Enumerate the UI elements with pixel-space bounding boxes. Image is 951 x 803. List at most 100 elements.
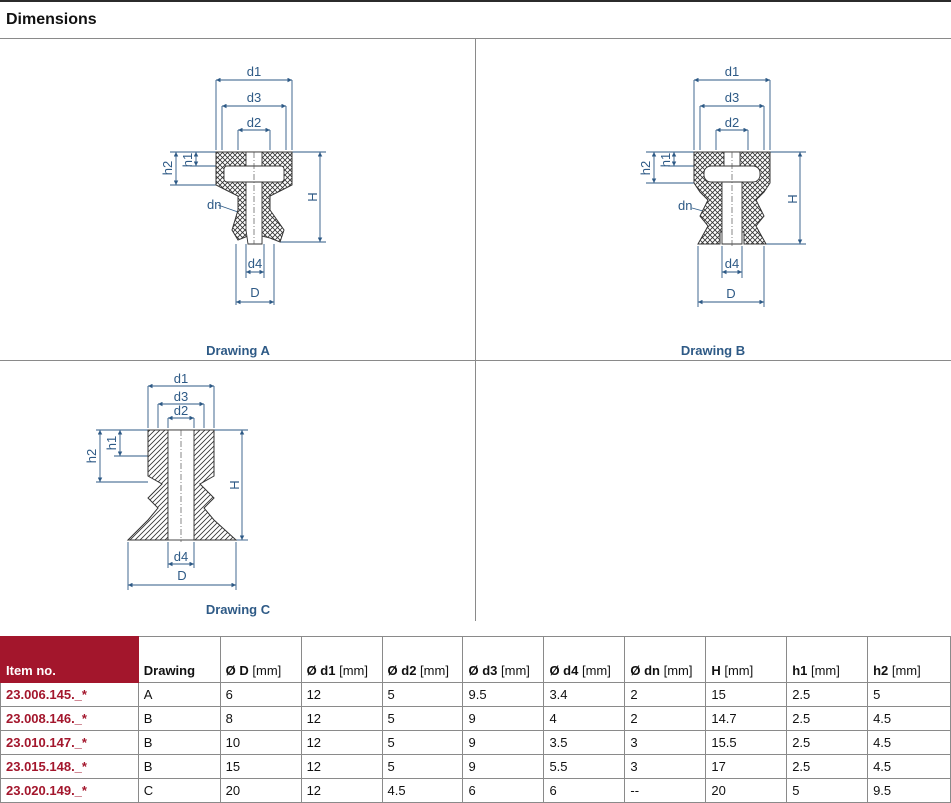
- table-row: 23.015.148._* B 15 12 5 9 5.5 3 17 2.5 4…: [0, 754, 951, 779]
- label-H: H: [785, 194, 800, 203]
- label-h2: h2: [638, 161, 653, 175]
- cell-item-no[interactable]: 23.006.145._*: [0, 682, 139, 707]
- drawing-b: d1 d3 d2 dn d4 D H h1 h2: [638, 64, 806, 307]
- cell: B: [137, 730, 221, 755]
- cell: 12: [300, 778, 383, 803]
- cell: 12: [300, 730, 383, 755]
- cell: 17: [705, 754, 788, 779]
- cell-item-no[interactable]: 23.020.149._*: [0, 778, 139, 803]
- header-d3: Ø d3 [mm]: [462, 636, 545, 683]
- cell: 4.5: [867, 730, 951, 755]
- cell: 20: [219, 778, 302, 803]
- cell: 8: [219, 706, 302, 731]
- caption-drawing-b: Drawing B: [680, 343, 746, 358]
- label-H: H: [305, 192, 320, 201]
- cell: B: [137, 706, 221, 731]
- cell: 5: [381, 754, 464, 779]
- cell: 5: [381, 730, 464, 755]
- cell: 4.5: [381, 778, 464, 803]
- cell: 2: [624, 706, 707, 731]
- label-d3: d3: [247, 90, 261, 105]
- cell: --: [624, 778, 707, 803]
- header-d4: Ø d4 [mm]: [543, 636, 626, 683]
- label-h1: h1: [104, 436, 119, 450]
- cell: A: [137, 682, 221, 707]
- table-row: 23.008.146._* B 8 12 5 9 4 2 14.7 2.5 4.…: [0, 706, 951, 731]
- cell: 15: [705, 682, 788, 707]
- cell: 6: [219, 682, 302, 707]
- cell: 12: [300, 706, 383, 731]
- cell: 15: [219, 754, 302, 779]
- label-dn: dn: [678, 198, 692, 213]
- cell: 9.5: [462, 682, 545, 707]
- cell: 3: [624, 754, 707, 779]
- cell-item-no[interactable]: 23.015.148._*: [0, 754, 139, 779]
- cell: C: [137, 778, 221, 803]
- label-D: D: [726, 286, 735, 301]
- label-d3: d3: [174, 389, 188, 404]
- label-h2: h2: [85, 449, 99, 463]
- grid-divider-horizontal: [0, 360, 951, 361]
- label-d1: d1: [725, 64, 739, 79]
- label-d2: d2: [725, 115, 739, 130]
- header-h2: h2 [mm]: [867, 636, 951, 683]
- drawing-a: d1 d3 d2 dn d4 D H h1 h2: [160, 64, 326, 305]
- cell: 2.5: [786, 730, 869, 755]
- cell: 2.5: [786, 706, 869, 731]
- cell-item-no[interactable]: 23.010.147._*: [0, 730, 139, 755]
- cell: 6: [543, 778, 626, 803]
- cell: 5: [381, 706, 464, 731]
- section-title: Dimensions: [6, 11, 97, 28]
- label-D: D: [177, 568, 186, 583]
- label-h2: h2: [160, 161, 175, 175]
- cell: 5: [381, 682, 464, 707]
- label-d3: d3: [725, 90, 739, 105]
- cell: 4.5: [867, 754, 951, 779]
- cell: 9: [462, 730, 545, 755]
- cell: 6: [462, 778, 545, 803]
- label-h1: h1: [180, 153, 195, 167]
- cell: 12: [300, 682, 383, 707]
- caption-drawing-a: Drawing A: [206, 343, 270, 358]
- caption-drawing-c: Drawing C: [205, 602, 271, 617]
- label-d4: d4: [725, 256, 739, 271]
- label-d1: d1: [174, 371, 188, 386]
- header-d1: Ø d1 [mm]: [300, 636, 383, 683]
- label-dn: dn: [207, 197, 221, 212]
- label-H: H: [227, 480, 242, 489]
- cell: 20: [705, 778, 788, 803]
- header-d2: Ø d2 [mm]: [381, 636, 464, 683]
- cell: 12: [300, 754, 383, 779]
- header-item-no: Item no.: [0, 636, 139, 683]
- table-row: 23.006.145._* A 6 12 5 9.5 3.4 2 15 2.5 …: [0, 682, 951, 707]
- cell: 14.7: [705, 706, 788, 731]
- header-dn: Ø dn [mm]: [624, 636, 707, 683]
- cell-item-no[interactable]: 23.008.146._*: [0, 706, 139, 731]
- cell: 3.4: [543, 682, 626, 707]
- cell: 2: [624, 682, 707, 707]
- cell: 5: [867, 682, 951, 707]
- cell: 4.5: [867, 706, 951, 731]
- label-d4: d4: [248, 256, 262, 271]
- dimensions-table: Item no. Drawing Ø D [mm] Ø d1 [mm] Ø d2…: [0, 636, 951, 803]
- drawing-c: d1 d3 d2 d4 D H h1 h2: [85, 371, 248, 590]
- cell: 5: [786, 778, 869, 803]
- label-d1: d1: [247, 64, 261, 79]
- cell: 9.5: [867, 778, 951, 803]
- cell: 9: [462, 754, 545, 779]
- title-rule: [0, 38, 951, 39]
- label-d2: d2: [174, 403, 188, 418]
- grid-divider-vertical: [475, 39, 476, 621]
- label-d2: d2: [247, 115, 261, 130]
- label-d4: d4: [174, 549, 188, 564]
- header-D: Ø D [mm]: [219, 636, 302, 683]
- label-D: D: [250, 285, 259, 300]
- cell: B: [137, 754, 221, 779]
- label-h1: h1: [658, 153, 673, 167]
- table-row: 23.020.149._* C 20 12 4.5 6 6 -- 20 5 9.…: [0, 778, 951, 803]
- table-row: 23.010.147._* B 10 12 5 9 3.5 3 15.5 2.5…: [0, 730, 951, 755]
- cell: 2.5: [786, 754, 869, 779]
- cell: 4: [543, 706, 626, 731]
- cell: 3.5: [543, 730, 626, 755]
- top-rule: [0, 0, 951, 2]
